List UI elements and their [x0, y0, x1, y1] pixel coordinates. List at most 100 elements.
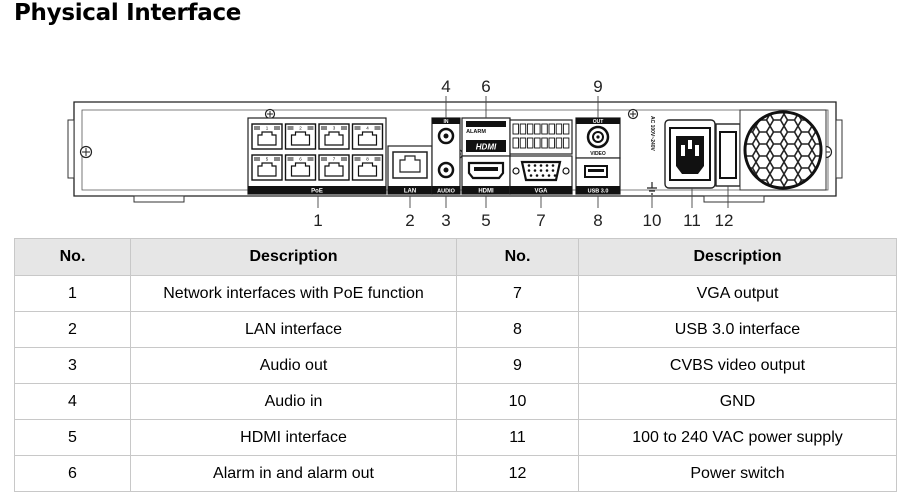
- vga-pin: [527, 164, 531, 167]
- terminal-pin: [534, 123, 541, 135]
- row-number: 4: [14, 383, 131, 420]
- column-header-no: No.: [14, 238, 131, 276]
- callout-9: 9: [593, 77, 602, 96]
- table-row: 2 LAN interface 8 USB 3.0 interface: [14, 311, 897, 348]
- terminal-pin: [555, 123, 563, 135]
- ground-icon: [647, 182, 657, 195]
- rj45-port: 2: [284, 123, 317, 150]
- screw-icon: [79, 145, 93, 159]
- poe-label: PoE: [311, 189, 323, 195]
- callout-2: 2: [405, 211, 414, 230]
- vga-pin: [539, 169, 543, 172]
- row-number: 5: [14, 419, 131, 456]
- row-number: 8: [456, 311, 579, 348]
- row-description: GND: [578, 383, 897, 420]
- vga-pin: [527, 169, 531, 172]
- callout-10: 10: [643, 211, 662, 230]
- vga-pin: [533, 169, 537, 172]
- vga-pin: [541, 174, 545, 177]
- alarm-hdmi-block: ALARM HDMI HDMI: [461, 117, 573, 195]
- lan-port: LAN: [387, 145, 433, 195]
- power-inlet: [664, 119, 716, 189]
- row-number: 6: [14, 455, 131, 492]
- hdmi-logo: HDMI: [476, 143, 497, 152]
- table-header-row: No. Description No. Description: [14, 238, 897, 276]
- row-number: 11: [456, 419, 579, 456]
- screw-icon: [627, 108, 639, 120]
- callout-6: 6: [481, 77, 490, 96]
- terminal-pin: [562, 137, 570, 149]
- table-row: 3 Audio out 9 CVBS video output: [14, 347, 897, 384]
- callout-11: 11: [683, 211, 701, 230]
- terminal-pin: [562, 123, 570, 135]
- screw-icon: [264, 108, 276, 120]
- column-header-description: Description: [130, 238, 457, 276]
- poe-port-number: 6: [299, 157, 302, 162]
- terminal-pin: [512, 137, 519, 149]
- row-description: Audio in: [130, 383, 457, 420]
- audio-in-label: IN: [444, 119, 449, 125]
- callout-8: 8: [593, 211, 602, 230]
- callout-3: 3: [441, 211, 450, 230]
- vga-pin: [547, 174, 551, 177]
- power-switch: [715, 123, 741, 187]
- audio-label: AUDIO: [437, 189, 455, 195]
- vga-label: VGA: [534, 189, 548, 195]
- vga-pin: [533, 164, 537, 167]
- row-number: 3: [14, 347, 131, 384]
- poe-port-number: 2: [299, 126, 302, 131]
- vga-pin: [551, 164, 555, 167]
- lan-label: LAN: [404, 189, 416, 195]
- callout-lines: [317, 96, 729, 208]
- poe-port-number: 1: [266, 126, 269, 131]
- video-out-label: OUT: [593, 119, 604, 125]
- row-description: Alarm in and alarm out: [130, 455, 457, 492]
- rj45-port: 7: [318, 154, 350, 181]
- poe-port-number: 8: [366, 157, 369, 162]
- vga-pin: [553, 174, 557, 177]
- video-usb-block: OUT VIDEO USB 3.0: [575, 117, 621, 195]
- terminal-pin: [526, 123, 534, 135]
- terminal-pin: [548, 137, 555, 149]
- poe-port-number: 5: [266, 157, 269, 162]
- terminal-pin: [541, 123, 548, 135]
- rj45-port: 1: [251, 123, 283, 150]
- vga-port: VGA: [509, 155, 573, 195]
- rj45-port: 3: [318, 123, 350, 150]
- column-header-no: No.: [456, 238, 579, 276]
- vga-pin: [545, 169, 549, 172]
- row-number: 1: [14, 275, 131, 312]
- vga-pin: [551, 169, 555, 172]
- table-row: 5 HDMI interface 11 100 to 240 VAC power…: [14, 419, 897, 456]
- rj45-port: 5: [251, 154, 283, 181]
- row-number: 9: [456, 347, 579, 384]
- callout-7: 7: [536, 211, 545, 230]
- rj45-port: 4: [351, 123, 384, 150]
- terminal-pin: [548, 123, 555, 135]
- column-header-description: Description: [578, 238, 897, 276]
- callout-5: 5: [481, 211, 490, 230]
- video-label: VIDEO: [590, 151, 606, 157]
- page-title: Physical Interface: [14, 0, 242, 26]
- vga-pin: [539, 164, 543, 167]
- row-description: Network interfaces with PoE function: [130, 275, 457, 312]
- row-description: LAN interface: [130, 311, 457, 348]
- row-description: Power switch: [578, 455, 897, 492]
- row-description: USB 3.0 interface: [578, 311, 897, 348]
- terminal-pin: [541, 137, 548, 149]
- row-description: 100 to 240 VAC power supply: [578, 419, 897, 456]
- vga-pin: [535, 174, 539, 177]
- row-description: HDMI interface: [130, 419, 457, 456]
- table-row: 4 Audio in 10 GND: [14, 383, 897, 420]
- table-row: 1 Network interfaces with PoE function 7…: [14, 275, 897, 312]
- terminal-pin: [534, 137, 541, 149]
- terminal-pin: [519, 137, 527, 149]
- rj45-port: 6: [284, 154, 317, 181]
- terminal-pin: [526, 137, 534, 149]
- table-row: 6 Alarm in and alarm out 12 Power switch: [14, 455, 897, 492]
- row-description: Audio out: [130, 347, 457, 384]
- row-number: 2: [14, 311, 131, 348]
- power-rating-label: AC 100V~240V: [649, 116, 655, 152]
